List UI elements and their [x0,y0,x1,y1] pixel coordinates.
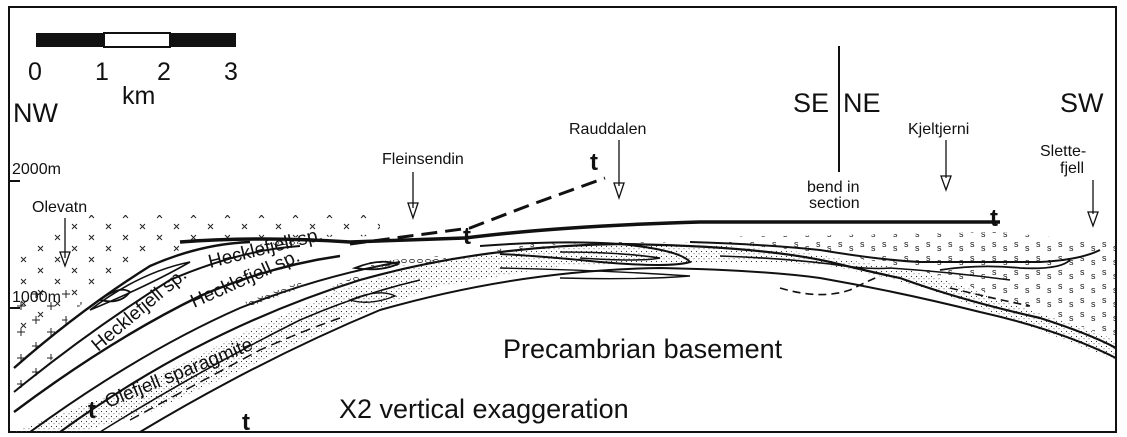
direction-sw: SW [1060,88,1104,118]
place-slettefjell-2: fjell [1060,160,1084,177]
caption-vertical-exaggeration: X2 vertical exaggeration [339,394,629,424]
thrust-symbol-kjeltjerni: t [990,205,998,232]
s-pattern-band [420,232,1116,340]
scale-bar-seg-1 [36,33,104,47]
thrust-symbol-rauddalen: t [590,149,598,176]
scale-bar-seg-3 [170,33,236,47]
label-precambrian-basement: Precambrian basement [503,334,783,364]
arrow-rauddalen [614,140,624,198]
elevation-2000: 2000m [9,161,61,181]
arrow-slettefjell [1088,180,1098,226]
direction-nw: NW [13,98,58,128]
place-kjeltjerni: Kjeltjerni [908,121,969,138]
scale-tick-2: 2 [157,58,171,86]
elevation-1000: 1000m [9,289,61,308]
scale-unit: km [122,82,155,110]
arrow-fleinsendin [408,172,418,218]
place-slettefjell-1: Slette- [1040,143,1086,160]
direction-ne: NE [843,88,881,118]
projected-thrust-dashed [350,178,605,244]
scale-tick-3: 3 [224,58,238,86]
direction-se: SE [793,88,829,118]
scale-bar-seg-2 [104,33,170,47]
elevation-2000-label: 2000m [12,161,61,178]
thrust-symbol-lower-mid: t [242,409,250,436]
scale-tick-0: 0 [28,58,42,86]
place-olevatn: Olevatn [32,199,87,216]
place-bend-line2: section [809,195,860,212]
scale-bar: 0 1 2 3 km [28,33,238,110]
thrust-symbol-fleinsendin: t [463,223,471,250]
place-fleinsendin: Fleinsendin [382,151,464,168]
arrow-kjeltjerni [941,140,951,190]
place-bend-line1: bend in [807,179,860,196]
scale-tick-1: 1 [95,58,109,86]
place-rauddalen: Rauddalen [569,121,646,138]
elevation-1000-label: 1000m [12,289,61,306]
thrust-symbol-lower-left: t [88,397,96,424]
